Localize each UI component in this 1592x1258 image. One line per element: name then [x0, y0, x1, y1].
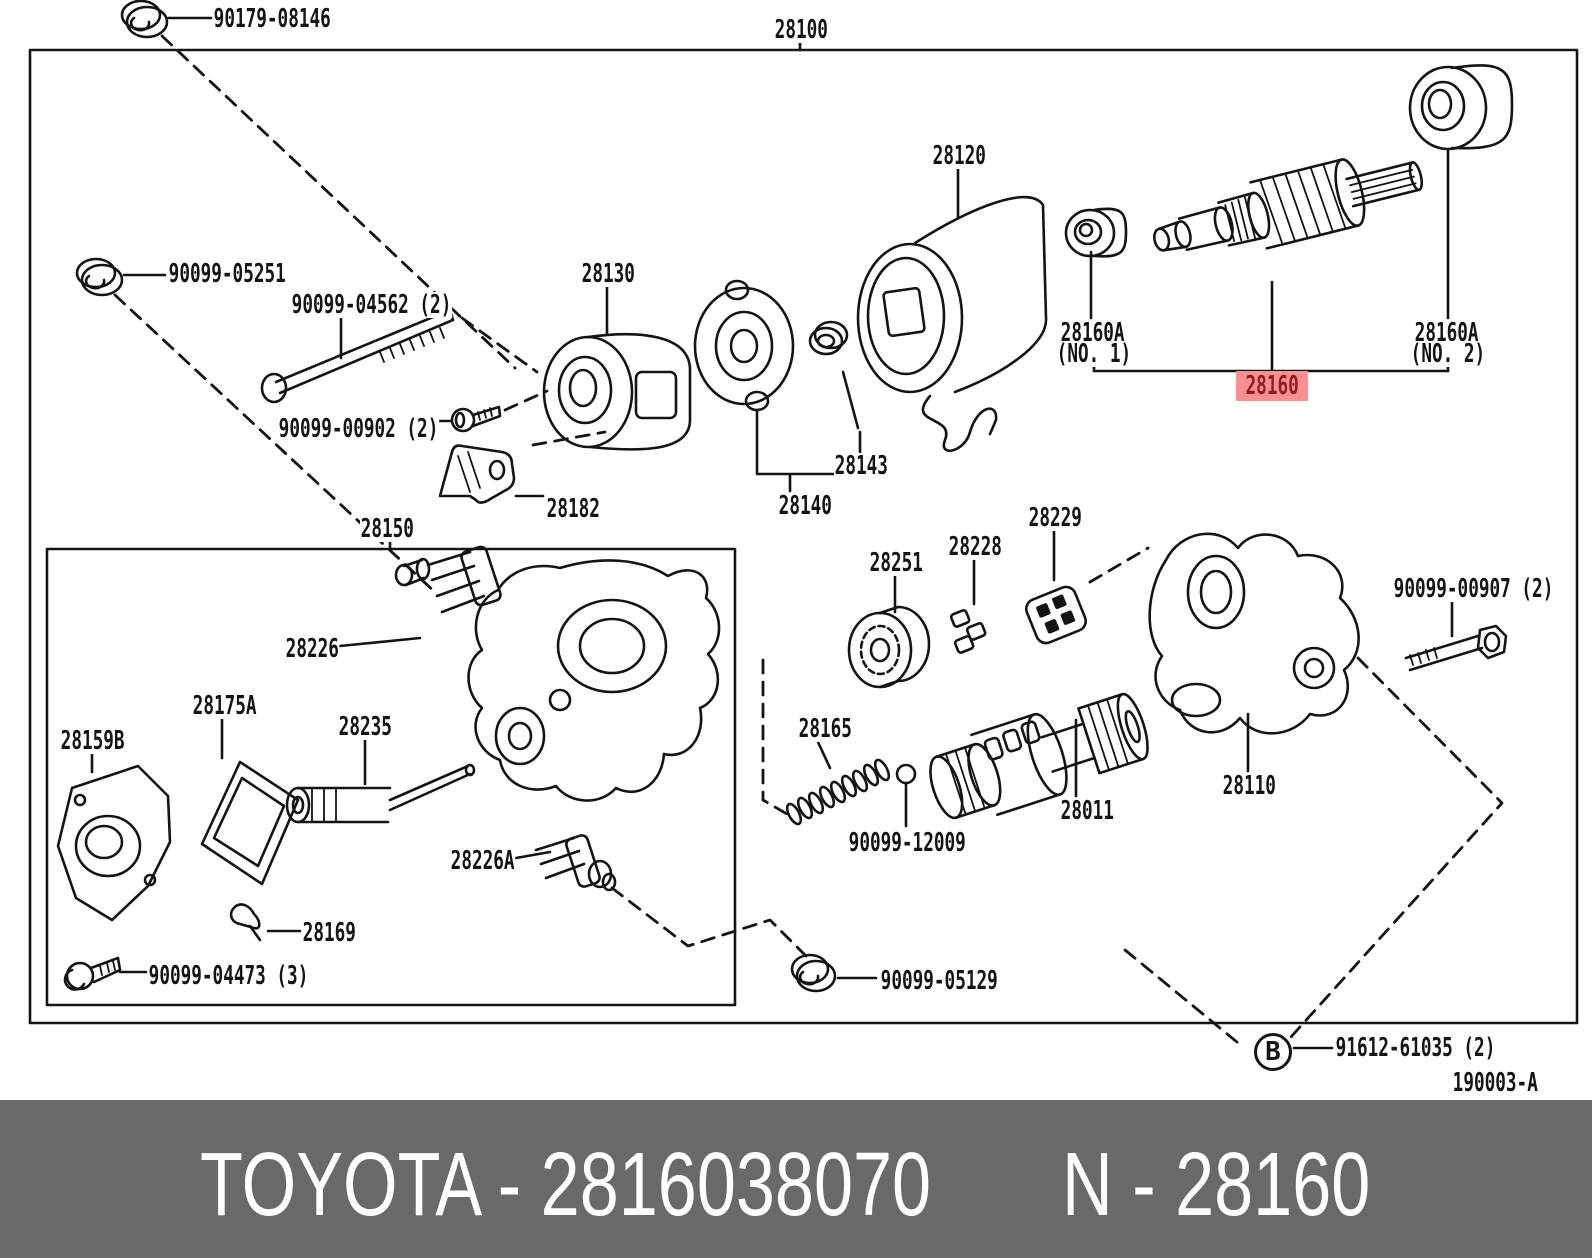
part-label-28226: 28226: [285, 634, 340, 664]
gasket-drawing-28175a: [200, 760, 300, 886]
leader-lines: [90, 16, 1454, 1050]
stud-bolt-drawing-04562: [260, 308, 455, 404]
banner-n-number: N - 28160: [1062, 1135, 1371, 1235]
bolt-drawing-04473: [63, 956, 122, 991]
clip-drawing-28169: [229, 903, 262, 942]
part-label-28165: 28165: [798, 714, 853, 744]
end-cover-drawing-28159b: [56, 764, 172, 922]
highlighted-part-label[interactable]: 28160: [1236, 371, 1308, 401]
magnet-switch-drawing-28130: [542, 332, 692, 451]
switch-drawing-28226a: [534, 834, 617, 892]
diagram-line-art: [28, 0, 1579, 1050]
part-label-28130: 28130: [581, 259, 636, 289]
part-label-28160a-no1-caption: (NO. 1): [1056, 339, 1132, 369]
part-label-28120: 28120: [932, 141, 987, 171]
part-label-90099-04562: 90099-04562 (2): [291, 290, 453, 320]
switch-housing-drawing-28120: [856, 195, 1048, 452]
bearing-drawing-28160a-no2: [1408, 64, 1514, 151]
part-label-28182: 28182: [546, 494, 601, 524]
ring-drawing-28143: [808, 320, 849, 356]
part-label-91612-61035: 91612-61035 (2): [1335, 1033, 1497, 1063]
nut-drawing-90179: [120, 0, 169, 39]
part-label-28229: 28229: [1028, 503, 1083, 533]
part-label-28143: 28143: [834, 451, 889, 481]
rollers-drawing-28228: [949, 609, 987, 654]
part-label-28140: 28140: [778, 491, 833, 521]
clutch-drawing-28011: [929, 692, 1149, 820]
part-label-28228: 28228: [948, 532, 1003, 562]
part-label-28150: 28150: [360, 514, 415, 544]
part-label-90099-05129: 90099-05129: [880, 966, 999, 996]
bearing-drawing-28160a-no1: [1064, 207, 1128, 258]
part-label-28235: 28235: [338, 712, 393, 742]
assembly-dashed-lines: [113, 34, 1504, 1049]
part-label-28175a: 28175A: [192, 691, 258, 721]
drawing-code-label: 190003-A: [1452, 1068, 1539, 1098]
screw-drawing-00902: [450, 405, 502, 433]
spring-drawing-28165: [785, 758, 891, 826]
part-label-28160a-no2-caption: (NO. 2): [1410, 339, 1486, 369]
part-label-90099-05251: 90099-05251: [168, 259, 287, 289]
nut-drawing-05129: [790, 953, 837, 993]
part-label-28159b: 28159B: [60, 726, 126, 756]
part-label-28251: 28251: [869, 548, 924, 578]
starter-housing-drawing: [467, 559, 721, 802]
end-frame-drawing-28140: [693, 279, 795, 412]
part-label-28169: 28169: [302, 918, 357, 948]
highlighted-part-number: 28160: [1245, 371, 1299, 401]
banner-brand-part-number: TOYOTA - 2816038070: [200, 1135, 932, 1235]
part-label-28110: 28110: [1222, 771, 1277, 801]
gear-drawing-28251: [847, 605, 931, 689]
part-label-90099-12009: 90099-12009: [848, 828, 967, 858]
switch-drawing-28226: [394, 545, 502, 614]
callout-b-marker: B: [1254, 1033, 1292, 1071]
part-label-90099-00902: 90099-00902 (2): [278, 414, 440, 444]
part-label-28011: 28011: [1060, 796, 1115, 826]
bracket-drawing-28182: [438, 444, 516, 504]
part-label-28100: 28100: [774, 15, 829, 45]
nut-drawing-05251: [75, 257, 124, 297]
bolt-drawing-00907: [1404, 624, 1508, 672]
outer-border: [28, 48, 1579, 1025]
part-label-90179-08146: 90179-08146: [213, 4, 332, 34]
part-label-90099-00907: 90099-00907 (2): [1393, 574, 1555, 604]
part-label-28226a: 28226A: [450, 846, 516, 876]
plunger-drawing-28235: [285, 763, 476, 824]
drive-housing-drawing-28110: [1148, 532, 1360, 735]
retainer-drawing-28229: [1024, 585, 1088, 645]
part-label-90099-04473: 90099-04473 (3): [148, 961, 310, 991]
part-info-banner: TOYOTA - 2816038070 N - 28160: [0, 1100, 1592, 1258]
armature-drawing-28160: [1153, 158, 1424, 252]
ball-drawing-12009: [895, 763, 917, 785]
